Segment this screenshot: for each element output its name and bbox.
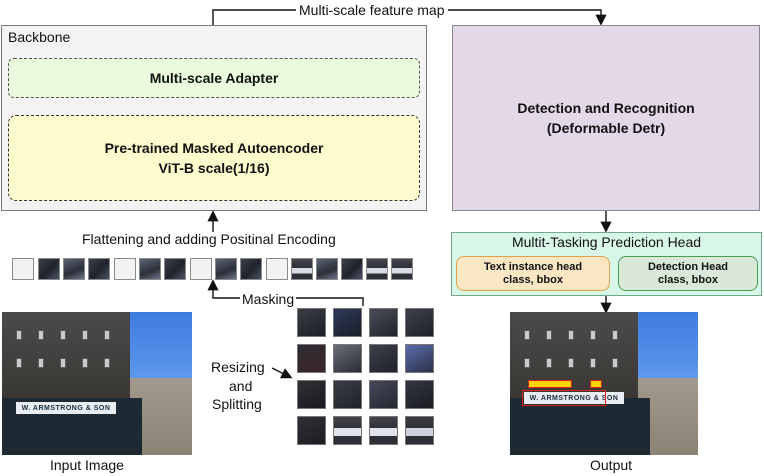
det-head-line2: class, bbox (658, 273, 718, 286)
patch-token (164, 258, 186, 280)
grid-patch (369, 308, 398, 337)
mae-line2: ViT-B scale(1/16) (158, 160, 270, 176)
grid-patch (405, 344, 434, 373)
grid-patch (297, 344, 326, 373)
object-detection-box (522, 390, 606, 406)
grid-patch (297, 416, 326, 445)
grid-patch (333, 344, 362, 373)
grid-patch (369, 344, 398, 373)
patch-token (291, 258, 313, 280)
input-image: W. ARMSTRONG & SON (2, 312, 192, 455)
detection-line1: Detection and Recognition (517, 100, 695, 116)
mae-line1: Pre-trained Masked Autoencoder (104, 140, 324, 156)
resize-label-line3: Splitting (212, 396, 262, 412)
patch-token (63, 258, 85, 280)
grid-patch (297, 308, 326, 337)
mae-box: Pre-trained Masked Autoencoder ViT-B sca… (8, 115, 420, 201)
grid-patch (297, 380, 326, 409)
detection-head-box: Detection Head class, bbox (618, 256, 758, 291)
text-detection-box (528, 380, 572, 388)
masking-label: Masking (240, 291, 297, 307)
patch-token (215, 258, 237, 280)
patch-token (240, 258, 262, 280)
grid-patch (333, 380, 362, 409)
grid-patch (405, 308, 434, 337)
patch-token (316, 258, 338, 280)
shop-sign: W. ARMSTRONG & SON (16, 402, 116, 414)
masked-token (114, 258, 136, 280)
patch-token (341, 258, 363, 280)
detection-recognition-box: Detection and Recognition (Deformable De… (452, 25, 760, 211)
detection-line2: (Deformable Detr) (546, 120, 666, 136)
output-image: W. ARMSTRONG & SON (510, 312, 698, 455)
resize-label-line2: and (229, 378, 253, 394)
grid-patch (405, 416, 434, 445)
output-image-label: Output (590, 457, 633, 473)
patch-token (88, 258, 110, 280)
patch-token (38, 258, 60, 280)
feature-map-label: Multi-scale feature map (296, 2, 448, 18)
det-head-line1: Detection Head (647, 260, 729, 273)
grid-patch (405, 380, 434, 409)
patch-token (139, 258, 161, 280)
resize-label-line1: Resizing (211, 359, 265, 375)
input-image-label: Input Image (50, 457, 124, 473)
prediction-head-title: Multit-Tasking Prediction Head (511, 234, 702, 250)
grid-patch (369, 416, 398, 445)
backbone-title: Backbone (8, 29, 71, 45)
output-shop-sign: W. ARMSTRONG & SON (524, 392, 624, 404)
grid-patch (333, 416, 362, 445)
text-head-line2: class, bbox (503, 273, 563, 286)
text-instance-head-box: Text instance head class, bbox (456, 256, 610, 291)
resize-arrow (271, 367, 293, 379)
grid-patch (333, 308, 362, 337)
masked-token (12, 258, 34, 280)
grid-patch (369, 380, 398, 409)
text-detection-box (590, 380, 602, 388)
text-head-line1: Text instance head (483, 260, 583, 273)
masked-token (190, 258, 212, 280)
flatten-label: Flattening and adding Positinal Encoding (82, 231, 336, 247)
patch-token (391, 258, 413, 280)
adapter-label: Multi-scale Adapter (149, 70, 279, 86)
patch-token (366, 258, 388, 280)
multi-scale-adapter-box: Multi-scale Adapter (8, 58, 420, 98)
masked-token (266, 258, 288, 280)
